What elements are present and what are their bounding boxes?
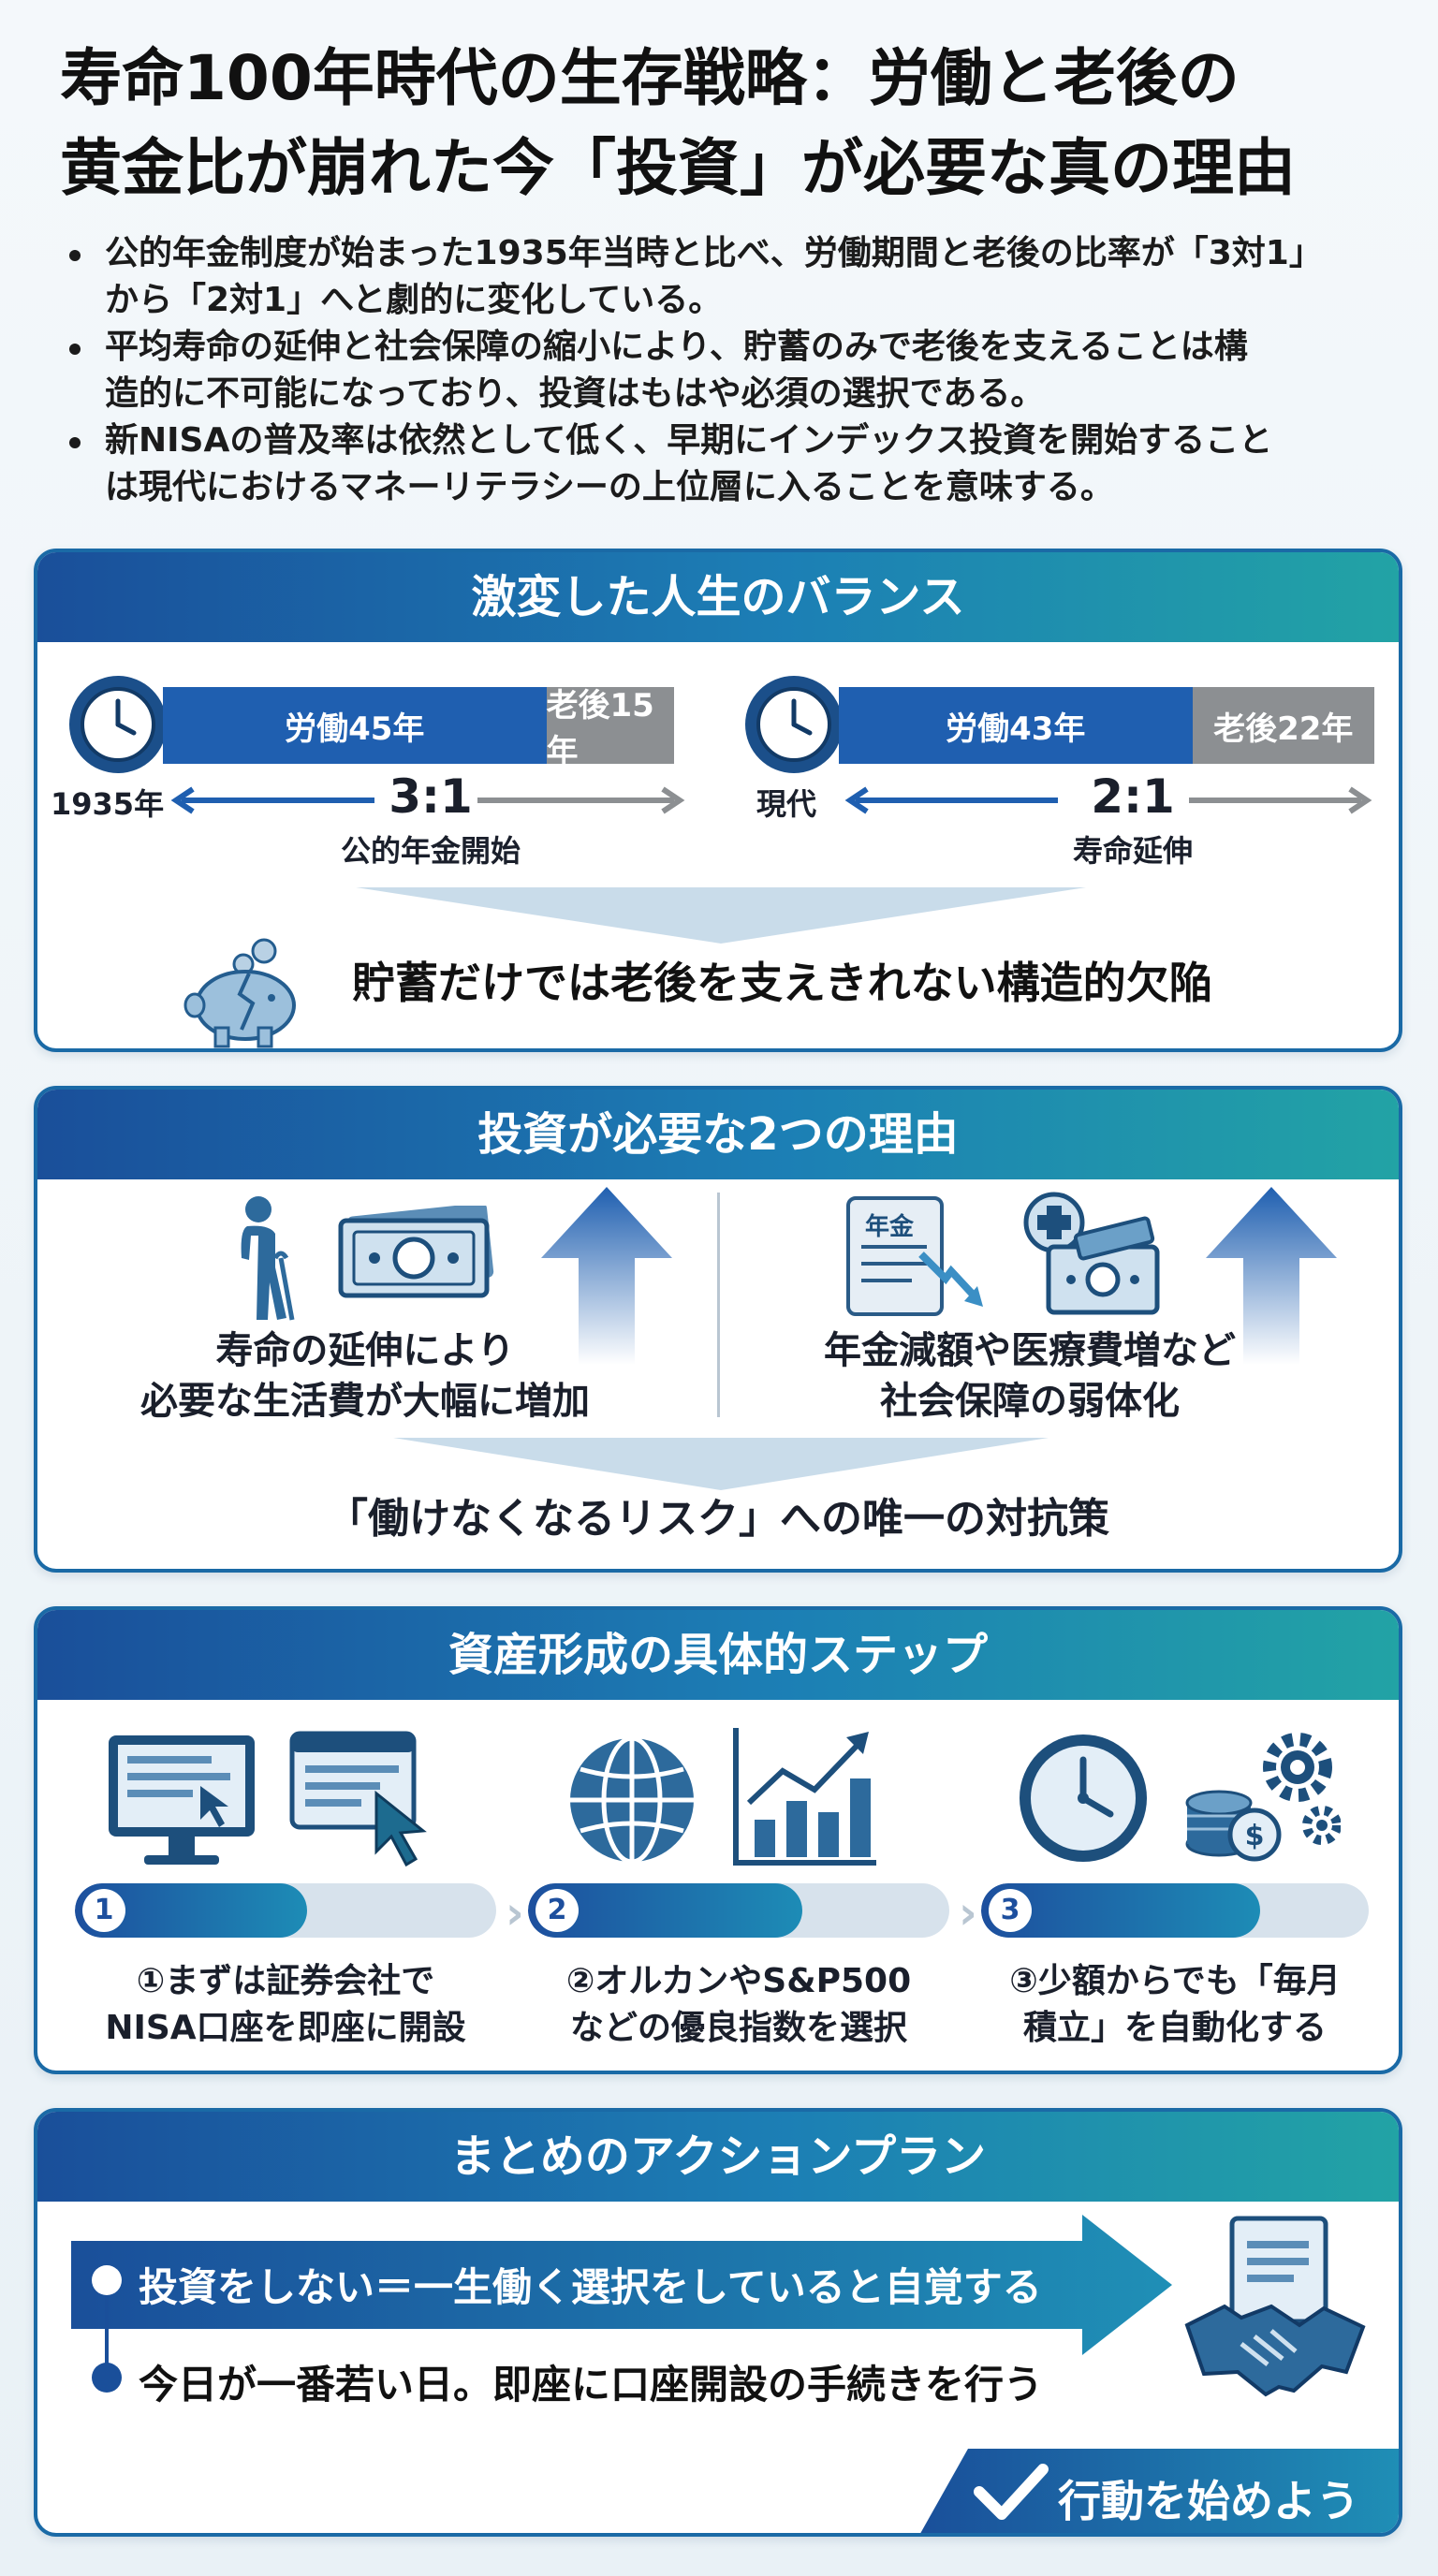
divider: [717, 1193, 720, 1417]
broken-piggy-bank-icon: [178, 936, 318, 1048]
elderly-person-icon: [221, 1193, 305, 1327]
handshake-document-icon: [1181, 2213, 1369, 2404]
conclusion-text: 貯蓄だけでは老後を支えきれない構造的欠陥: [352, 958, 1212, 1008]
title-line-2: 黄金比が崩れた今「投資」が必要な真の理由: [60, 132, 1296, 204]
computer-monitor-icon: [103, 1730, 262, 1874]
step-2-text: ②オルカンやS&P500 などの優良指数を選択: [519, 1958, 959, 2052]
reasons-panel: 投資が必要な2つの理由 寿命の延伸により 必要な生活費が大幅に増加: [34, 1086, 1402, 1573]
svg-text:$: $: [1245, 1820, 1265, 1852]
life-bar-1935: 労働45年 老後15年: [163, 687, 674, 770]
step-number: 1: [82, 1889, 125, 1932]
step-line: NISA口座を即座に開設: [105, 2009, 466, 2047]
chevron-right-icon: ›: [506, 1887, 524, 1939]
funnel-chevron: [393, 1438, 1049, 1490]
clock-icon: [745, 676, 843, 773]
timeline-arrow: [844, 786, 1372, 814]
reason-2-text: 年金減額や医療費増など 社会保障の弱体化: [758, 1325, 1301, 1427]
era-label: 現代: [756, 786, 817, 822]
bullet-item: 平均寿命の延伸と社会保障の縮小により、貯蓄のみで老後を支えることは構 造的に不可…: [66, 324, 1395, 417]
pension-document-icon: [843, 1193, 992, 1327]
action-plan-panel: まとめのアクションプラン 投資をしない＝一生働く選択をしていると自覚する 今日が…: [34, 2108, 1402, 2537]
ratio-label: 3:1: [389, 769, 473, 824]
work-segment: 労働43年: [839, 687, 1193, 764]
step-number: 3: [989, 1889, 1032, 1932]
ratio-label: 2:1: [1091, 769, 1175, 824]
page-title: 寿命100年時代の生存戦略：労働と老後の 黄金比が崩れた今「投資」が必要な真の理…: [60, 34, 1389, 213]
step-3-progress: [981, 1883, 1369, 1938]
action-item-1: 投資をしない＝一生働く選択をしていると自覚する: [139, 2264, 1042, 2310]
steps-panel: 資産形成の具体的ステップ: [34, 1606, 1402, 2074]
life-balance-panel: 激変した人生のバランス 労働45年 老後15年 1935年 3:1 公的年金開始…: [34, 549, 1402, 1052]
life-bar-today: 労働43年 老後22年: [839, 687, 1374, 764]
document-label: 年金: [865, 1213, 915, 1241]
bullet-text: 平均寿命の延伸と社会保障の縮小により、貯蓄のみで老後を支えることは構: [105, 328, 1248, 366]
title-line-1: 寿命100年時代の生存戦略：労働と老後の: [60, 42, 1240, 114]
timeline-arrow: [170, 786, 685, 814]
step-1-progress: [75, 1883, 496, 1938]
summary-bullets: 公的年金制度が始まった1935年当時と比べ、労働期間と老後の比率が「3対1」 か…: [66, 230, 1395, 511]
step-line: ③少額からでも「毎月: [1009, 1962, 1341, 2000]
bullet-dot: [92, 2363, 122, 2393]
ratio-caption: 公的年金開始: [340, 833, 521, 869]
action-arrow-banner: [71, 2215, 1172, 2355]
reason-line: 寿命の延伸により: [215, 1329, 515, 1372]
reason-line: 必要な生活費が大幅に増加: [140, 1380, 590, 1423]
bullet-text: は現代におけるマネーリテラシーの上位層に入ることを意味する。: [105, 468, 1114, 506]
coins-gear-icon: $: [1181, 1722, 1342, 1876]
reason-1-text: 寿命の延伸により 必要な生活費が大幅に増加: [103, 1325, 627, 1427]
up-arrow-icon: [541, 1187, 672, 1368]
bullet-dot: [92, 2265, 122, 2295]
bullet-item: 新NISAの普及率は依然として低く、早期にインデックス投資を開始すること は現代…: [66, 417, 1395, 511]
section-heading: 投資が必要な2つの理由: [37, 1090, 1399, 1179]
retire-segment: 老後22年: [1192, 687, 1374, 764]
section-heading: 資産形成の具体的ステップ: [37, 1610, 1399, 1700]
browser-window-icon: [286, 1728, 436, 1872]
work-segment: 労働45年: [163, 687, 547, 764]
step-number: 2: [536, 1889, 579, 1932]
bullet-text: 公的年金制度が始まった1935年当時と比べ、労働期間と老後の比率が「3対1」: [105, 234, 1323, 272]
bullet-text: から「2対1」へと劇的に変化している。: [105, 281, 723, 319]
bullet-text: 造的に不可能になっており、投資はもはや必須の選択である。: [105, 374, 1045, 413]
funnel-chevron: [356, 887, 1086, 944]
chevron-right-icon: ›: [959, 1887, 977, 1939]
up-arrow-icon: [1206, 1187, 1337, 1368]
action-item-2: 今日が一番若い日。即座に口座開設の手続きを行う: [139, 2362, 1044, 2408]
connector-line: [105, 2295, 109, 2366]
step-2-progress: [528, 1883, 949, 1938]
growth-chart-icon: [730, 1722, 880, 1876]
step-line: ②オルカンやS&P500: [565, 1962, 912, 2000]
step-3-text: ③少額からでも「毎月 積立」を自動化する: [964, 1958, 1386, 2052]
section-heading: まとめのアクションプラン: [37, 2112, 1399, 2202]
section-heading: 激変した人生のバランス: [37, 552, 1399, 642]
globe-icon: [562, 1730, 702, 1874]
step-1-text: ①まずは証券会社で NISA口座を即座に開設: [66, 1958, 506, 2052]
era-label: 1935年: [51, 786, 165, 822]
clock-icon: [1013, 1728, 1153, 1872]
checkmark-icon: [974, 2464, 1049, 2525]
step-line: 積立」を自動化する: [1022, 2009, 1327, 2047]
reason-line: 年金減額や医療費増など: [824, 1329, 1236, 1372]
conclusion-text: 「働けなくなるリスク」への唯一の対抗策: [327, 1495, 1109, 1543]
medical-cost-icon: [1020, 1189, 1161, 1324]
retire-segment: 老後15年: [546, 687, 674, 770]
cta-button[interactable]: 行動を始めよう: [1058, 2476, 1359, 2526]
clock-icon: [69, 676, 167, 773]
reason-line: 社会保障の弱体化: [880, 1380, 1180, 1423]
cash-bills-icon: [337, 1203, 496, 1303]
step-line: などの優良指数を選択: [569, 2009, 907, 2047]
bullet-item: 公的年金制度が始まった1935年当時と比べ、労働期間と老後の比率が「3対1」 か…: [66, 230, 1395, 324]
bullet-text: 新NISAの普及率は依然として低く、早期にインデックス投資を開始すること: [105, 421, 1273, 460]
step-line: ①まずは証券会社で: [136, 1962, 435, 2000]
ratio-caption: 寿命延伸: [1072, 833, 1193, 869]
